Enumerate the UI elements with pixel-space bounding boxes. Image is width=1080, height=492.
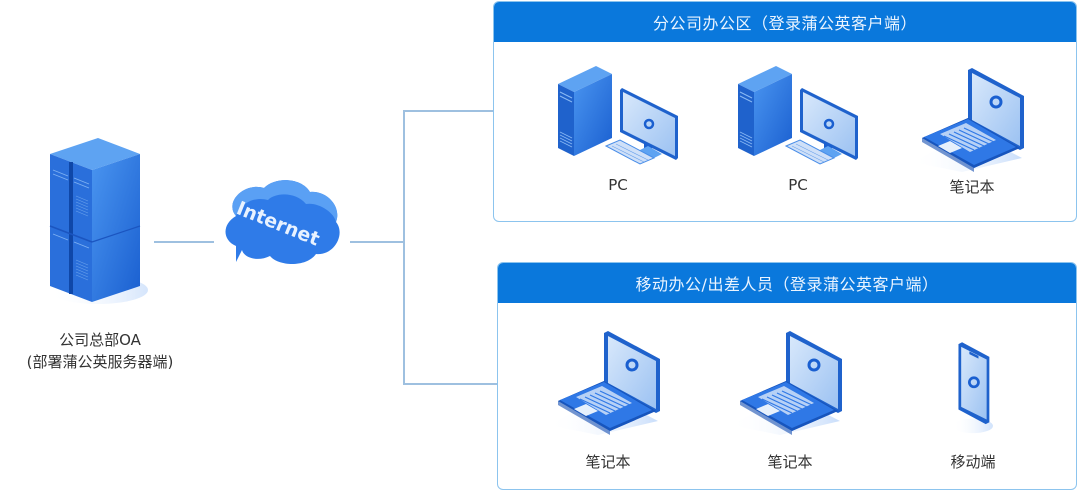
connector-hq-internet	[154, 241, 214, 243]
mobile-device-laptop-2: 笔记本	[730, 325, 850, 472]
laptop-icon	[730, 325, 850, 435]
mobile-device-laptop-1: 笔记本	[548, 325, 668, 472]
server-rack-icon	[48, 138, 148, 304]
headquarters-title: 公司总部OA	[59, 331, 141, 349]
device-label: PC	[608, 176, 628, 194]
mobile-office-panel: 移动办公/出差人员（登录蒲公英客户端） 笔记本 笔记本 移动端	[497, 262, 1077, 490]
mobile-device-phone: 移动端	[933, 335, 1013, 472]
device-label: 移动端	[950, 453, 996, 471]
mobile-office-title: 移动办公/出差人员（登录蒲公英客户端）	[498, 263, 1076, 303]
branch-device-pc-1: PC	[548, 62, 688, 194]
headquarters-node	[28, 130, 158, 310]
laptop-icon	[548, 325, 668, 435]
branch-office-panel: 分公司办公区（登录蒲公英客户端） PC PC 笔记本	[493, 1, 1077, 222]
smartphone-icon	[943, 335, 1003, 435]
branch-device-laptop: 笔记本	[912, 62, 1032, 197]
headquarters-subtitle: (部署蒲公英服务器端)	[26, 353, 174, 371]
connector-to-branch	[403, 110, 495, 112]
connector-vertical-bus	[403, 110, 405, 384]
device-label: 笔记本	[767, 453, 813, 471]
device-label: PC	[788, 176, 808, 194]
connector-internet-trunk	[350, 241, 404, 243]
connector-to-mobile	[403, 383, 497, 385]
desktop-pc-icon	[548, 62, 688, 172]
laptop-icon	[912, 62, 1032, 172]
branch-device-pc-2: PC	[728, 62, 868, 194]
device-label: 笔记本	[949, 178, 995, 196]
cloud-icon: Internet	[225, 180, 340, 264]
device-label: 笔记本	[585, 453, 631, 471]
branch-office-title: 分公司办公区（登录蒲公英客户端）	[494, 2, 1076, 42]
internet-node: Internet	[214, 172, 350, 272]
desktop-pc-icon	[728, 62, 868, 172]
